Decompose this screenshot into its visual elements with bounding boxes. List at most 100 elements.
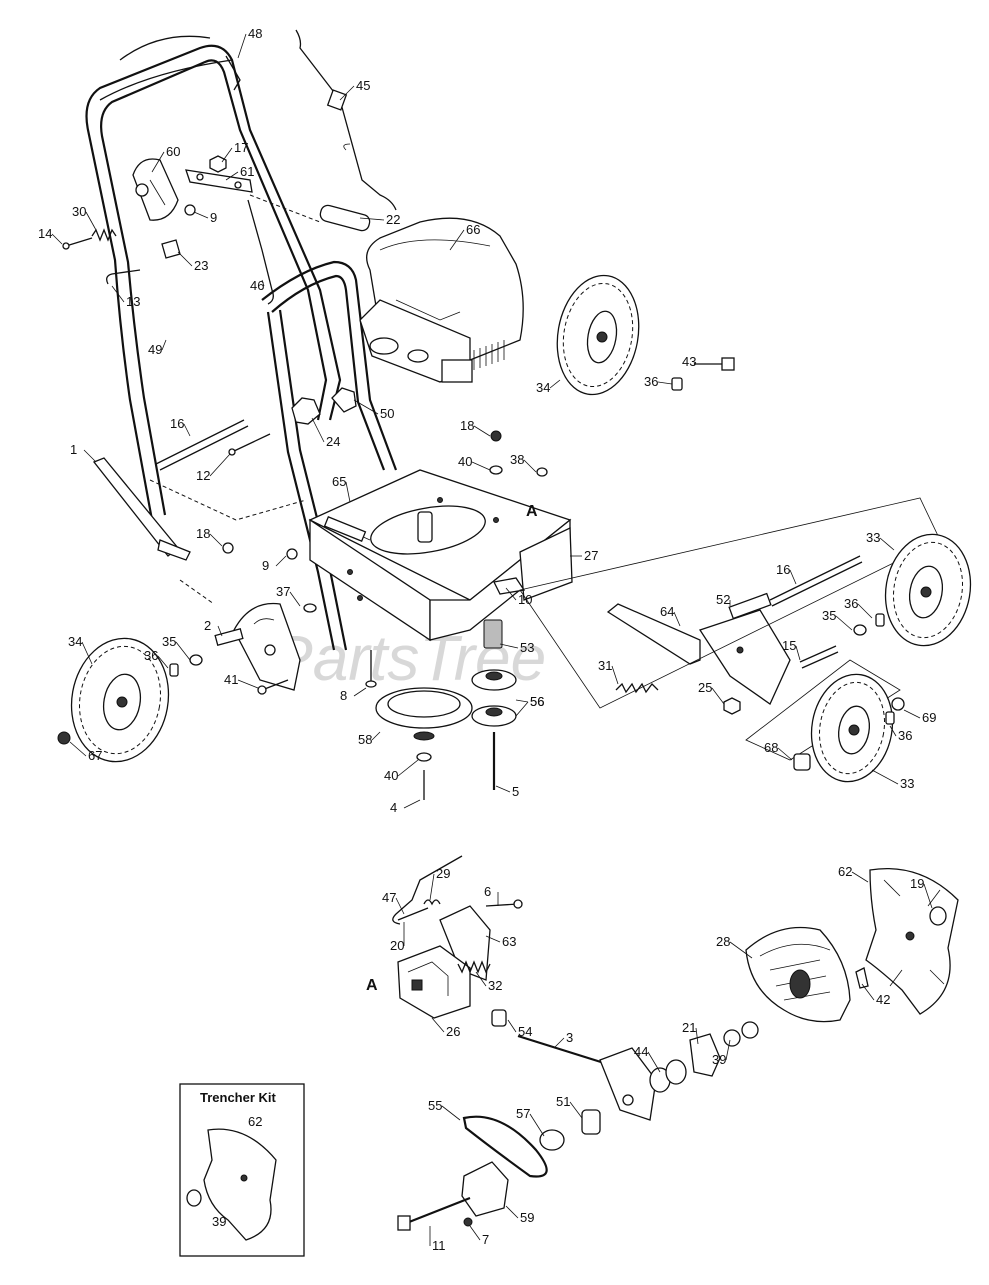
leader-line-54 [507,1019,517,1033]
callout-part-26: 26 [446,1024,460,1039]
callout-part-54: 54 [518,1024,532,1039]
part-47-depth-rod [392,855,463,925]
leader-line-46 [261,279,265,287]
callout-part-5: 5 [512,784,519,799]
callout-part-36: 36 [644,374,658,389]
callout-part-23: 23 [194,258,208,273]
leader-line-65 [345,481,351,503]
leader-line-18 [473,425,491,437]
part-58-drive-pulley [375,687,473,741]
callout-part-40: 40 [458,454,472,469]
callout-part-18: 18 [460,418,474,433]
callout-part-4: 4 [390,800,397,815]
part-34-wheel-rear-right [556,274,640,396]
part-67-nut [57,731,71,745]
part-35-washer-right [853,624,867,636]
leader-line-9 [275,555,287,567]
callout-part-52: 52 [716,592,730,607]
marker-a-lower: A [366,977,378,994]
callout-part-34: 34 [68,634,82,649]
callout-part-53: 53 [520,640,534,655]
callout-part-46: 46 [250,278,264,293]
part-12-pin [231,433,271,453]
leader-line-22 [359,217,385,221]
part-24-knob [291,397,321,425]
leader-line-41 [237,679,259,689]
callout-part-61: 61 [240,164,254,179]
callout-part-20: 20 [390,938,404,953]
callout-part-9: 9 [262,558,269,573]
callout-part-3: 3 [566,1030,573,1045]
callout-part-10: 10 [518,592,532,607]
leader-line-66 [449,229,465,251]
callout-leader-lines [51,33,933,1246]
callout-part-34: 34 [536,380,550,395]
callout-part-2: 2 [204,618,211,633]
leader-line-34 [81,641,93,665]
part-23-knob [161,239,181,259]
callout-part-18: 18 [196,526,210,541]
part-28-blade-guard [745,926,851,1023]
part-44-bearing-b [665,1059,687,1085]
callout-part-17: 17 [234,140,248,155]
leader-line-69 [903,709,921,719]
part-14-bolt [62,237,93,250]
part-8-bolt [365,650,377,688]
leader-line-64 [673,611,681,627]
callout-part-22: 22 [386,212,400,227]
leader-line-48 [237,33,247,59]
part-65-frame [308,469,572,642]
part-39-washer-b [741,1021,759,1039]
callout-part-24: 24 [326,434,340,449]
trencher-kit-title: Trencher Kit [200,1090,277,1105]
part-16-rod-upper [155,419,245,465]
part-29-spring [423,899,441,906]
part-66-engine [359,217,524,383]
callout-part-63: 63 [502,934,516,949]
leader-line-37 [289,591,301,607]
leader-line-35 [835,615,853,631]
leader-line-29 [429,873,435,901]
leader-line-26 [431,1017,445,1033]
part-45-cable [295,29,397,211]
part-53-bushing [483,619,503,649]
leader-line-16 [789,569,797,585]
callout-part-42: 42 [876,992,890,1007]
callout-part-11: 11 [432,1238,446,1253]
leader-line-28 [729,941,753,959]
part-33-wheel-right-upper [884,533,972,647]
part-36-bushing-rear [671,377,683,391]
leader-line-8 [353,687,367,697]
callout-part-33: 33 [900,776,914,791]
callout-part-27: 27 [584,548,598,563]
part-18-nut-right [490,430,502,442]
leader-line-34 [549,379,561,389]
part-32-spring [457,960,491,974]
callout-part-14: 14 [38,226,52,241]
callout-part-64: 64 [660,604,674,619]
part-36-bushing-right [875,613,885,627]
part-54-bushing [491,1009,507,1027]
part-39-washer-a [723,1029,741,1047]
part-43-wheel-bolt [694,357,735,371]
part-57-washer [539,1129,565,1151]
leader-line-13 [111,285,125,303]
leader-line-30 [85,211,97,231]
leader-line-67 [69,741,87,757]
callout-part-39: 39 [712,1052,726,1067]
part-61-bracket [185,169,253,193]
callout-part-35: 35 [822,608,836,623]
leader-line-35 [175,641,191,661]
part-40-washer-lower [416,752,432,762]
leader-line-36 [657,381,673,385]
leader-line-32 [475,971,487,987]
leader-line-17 [221,147,233,163]
leader-line-36 [857,603,873,619]
part-7-nut [463,1217,473,1227]
leader-line-21 [695,1027,699,1045]
trencher-kit-washer-39 [186,1189,202,1207]
part-38-washer [536,467,548,477]
part-42-bolt [855,967,869,989]
part-64-idler-arm [606,603,701,665]
leader-line-12 [209,453,231,477]
